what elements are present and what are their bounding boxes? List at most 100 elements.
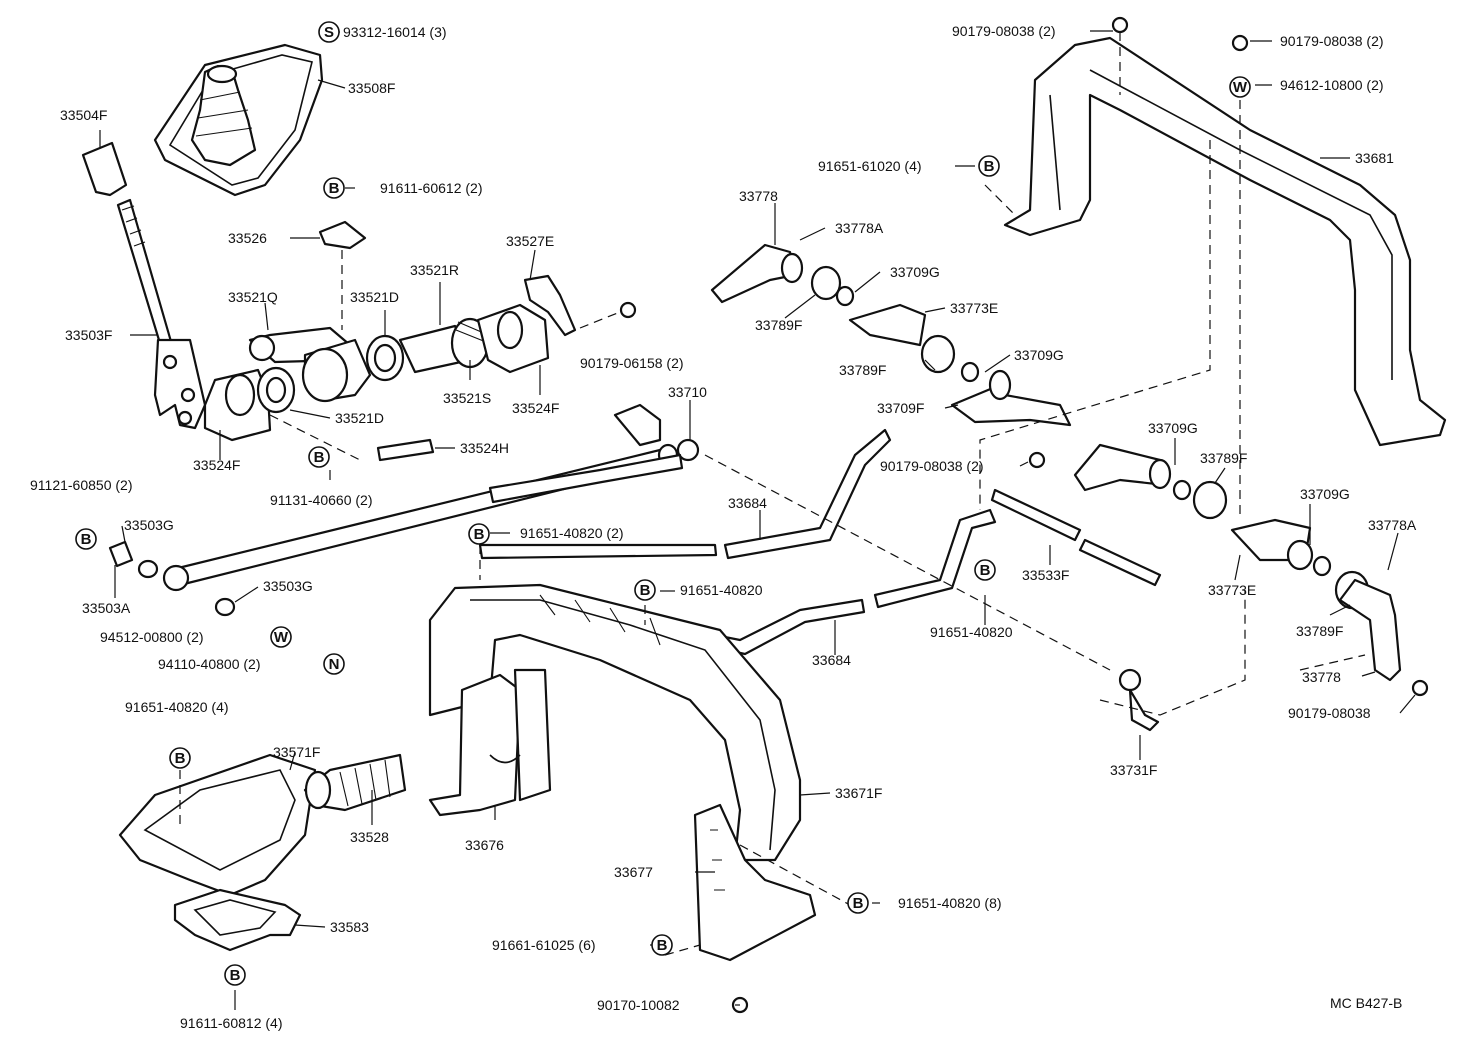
svg-text:B: B [853,895,864,912]
bracket-33676 [428,668,552,817]
label-33773E: 33773E [1208,582,1256,598]
label-91651-40820: 91651-40820 (8) [898,895,1002,911]
svg-text:B: B [314,449,325,466]
label-33671F: 33671F [835,785,882,801]
sleeve-33524H [376,438,435,462]
label-90179-08038: 90179-08038 (2) [1280,33,1384,49]
label-94110-40800: 94110-40800 (2) [158,656,260,672]
callout-b: B [169,747,191,769]
label-90170-10082: 90170-10082 [597,997,680,1013]
label-90179-08038: 90179-08038 [1288,705,1371,721]
callout-b: B [75,528,97,550]
svg-text:B: B [175,750,186,767]
label-94512-00800: 94512-00800 (2) [100,629,204,645]
plate-33571F [118,753,407,897]
label-91651-61020: 91651-61020 (4) [818,158,922,174]
callout-b: B [323,177,345,199]
label-33504F: 33504F [60,107,107,123]
callout-b: B [634,579,656,601]
linkage-right [710,243,1402,732]
label-91121-60850: 91121-60850 (2) [30,477,132,493]
label-33521S: 33521S [443,390,491,406]
bracket-33677 [693,803,817,962]
label-33526: 33526 [228,230,267,246]
callout-b: B [974,559,996,581]
label-33503G: 33503G [263,578,313,594]
label-91651-40820: 91651-40820 [930,624,1013,640]
svg-text:W: W [1233,79,1248,96]
alignment-lines [179,32,1366,956]
svg-text:S: S [324,24,334,41]
callout-b: B [651,934,673,956]
label-33521D: 33521D [335,410,384,426]
callout-b: B [978,155,1000,177]
callout-b: B [224,964,246,986]
svg-text:B: B [984,158,995,175]
svg-text:B: B [329,180,340,197]
shift-lever-33503F [81,141,207,430]
part-labels: 93312-16014 (3) 33508F 33504F 91611-6061… [30,23,1417,1031]
label-91661-61025: 91661-61025 (6) [492,937,596,953]
label-33789F: 33789F [755,317,802,333]
label-33709G: 33709G [1300,486,1350,502]
label-33533F: 33533F [1022,567,1069,583]
svg-text:N: N [329,656,340,673]
label-33571F: 33571F [273,744,320,760]
label-33503G: 33503G [124,517,174,533]
label-33524F: 33524F [193,457,240,473]
svg-text:B: B [474,526,485,543]
label-33773E: 33773E [950,300,998,316]
label-91651-40820: 91651-40820 (4) [125,699,229,715]
svg-text:B: B [980,562,991,579]
callout-b: B [468,523,490,545]
callout-s: S [318,21,340,43]
label-33676: 33676 [465,837,504,853]
callout-b: B [847,892,869,914]
label-91651-40820: 91651-40820 [680,582,763,598]
label-33503A: 33503A [82,600,131,616]
plate-33583 [173,888,302,952]
label-91131-40660: 91131-40660 (2) [270,492,372,508]
label-33583: 33583 [330,919,369,935]
label-90179-08038: 90179-08038 (2) [880,458,984,474]
leader-lines [99,30,1416,1010]
label-33789F: 33789F [1296,623,1343,639]
label-33778A: 33778A [835,220,884,236]
label-33521Q: 33521Q [228,289,278,305]
label-33524H: 33524H [460,440,509,456]
label-33684: 33684 [728,495,767,511]
callout-n: N [323,653,345,675]
shift-boot-33508F [153,43,324,197]
label-33778: 33778 [1302,669,1341,685]
label-33778: 33778 [739,188,778,204]
label-33731F: 33731F [1110,762,1157,778]
label-33709G: 33709G [1014,347,1064,363]
label-33789F: 33789F [1200,450,1247,466]
label-33508F: 33508F [348,80,395,96]
label-33677: 33677 [614,864,653,880]
label-33524F: 33524F [512,400,559,416]
shift-rod-assembly [108,403,700,617]
svg-text:B: B [81,531,92,548]
svg-text:B: B [230,967,241,984]
label-94612-10800: 94612-10800 (2) [1280,77,1384,93]
callout-w: W [270,626,292,648]
label-33528: 33528 [350,829,389,845]
label-33684: 33684 [812,652,851,668]
callout-circles: S B B B W N B B B B B B W B B [75,21,1251,986]
label-33681: 33681 [1355,150,1394,166]
shift-housing-33521 [203,220,577,442]
label-33709F: 33709F [877,400,924,416]
svg-text:B: B [640,582,651,599]
callout-b: B [308,446,330,468]
label-33709G: 33709G [1148,420,1198,436]
label-91611-60812: 91611-60812 (4) [180,1015,282,1031]
label-33709G: 33709G [890,264,940,280]
svg-text:B: B [657,937,668,954]
svg-text:W: W [274,629,289,646]
label-33521D: 33521D [350,289,399,305]
callout-w: W [1229,76,1251,98]
frame-33681 [1003,36,1447,447]
label-93312-16014: 93312-16014 (3) [343,24,447,40]
